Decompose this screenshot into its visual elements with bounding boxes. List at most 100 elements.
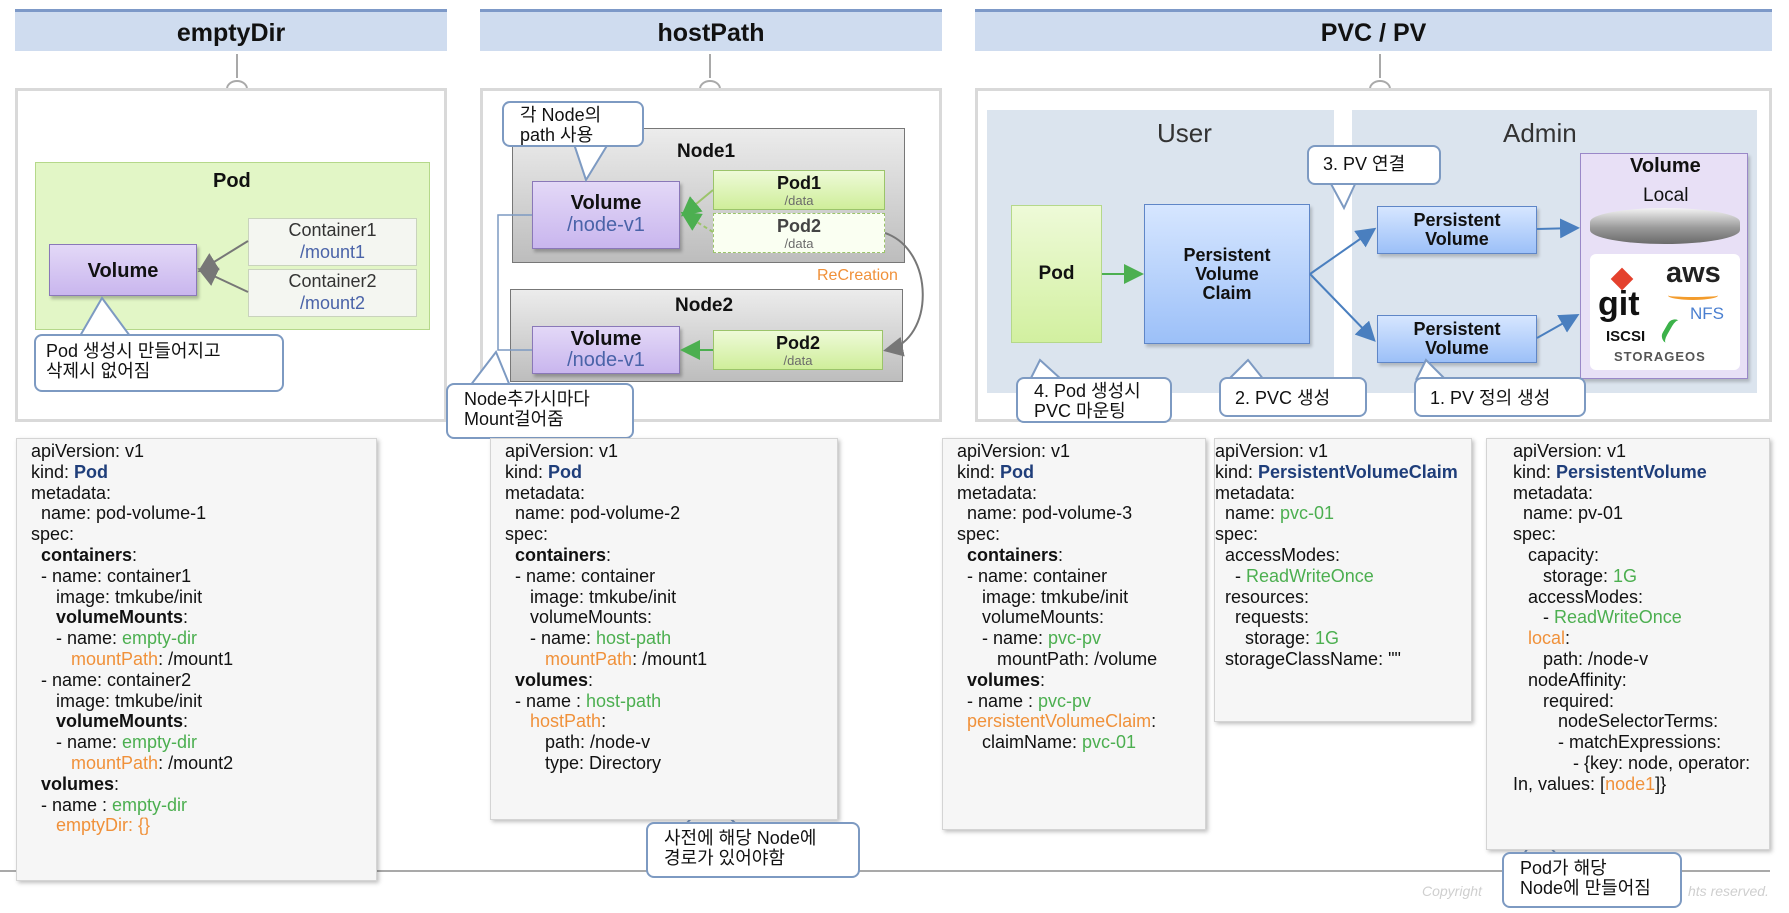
node2-pod2-path: /data bbox=[783, 353, 813, 368]
aws-logo: aws bbox=[1666, 257, 1721, 289]
node1-pod2-old: Pod2 /data bbox=[713, 213, 885, 253]
callout-step1: 1. PV 정의 생성 bbox=[1414, 377, 1586, 417]
pvc-label-line2: Volume bbox=[1195, 263, 1259, 284]
recreation-label: ReCreation bbox=[817, 267, 898, 284]
pvc-pod-box: Pod bbox=[1011, 205, 1102, 343]
node2-pod2-label: Pod2 bbox=[775, 333, 820, 353]
user-zone-title: User bbox=[1157, 118, 1212, 148]
callout-node-path-line1: 각 Node의 bbox=[520, 105, 602, 125]
node2-volume-label: Volume bbox=[570, 328, 642, 350]
callout-pod-on-node-line2: Node에 만들어짐 bbox=[1520, 878, 1651, 898]
callout-step4-line1: 4. Pod 생성시 bbox=[1034, 381, 1141, 401]
container2-box: Container2 /mount2 bbox=[248, 269, 417, 317]
callout-node-mount: Node추가시마다 Mount걸어줌 bbox=[446, 383, 634, 439]
connector-hostpath bbox=[709, 54, 711, 78]
pvc-box: Persistent Volume Claim bbox=[1144, 204, 1310, 344]
arrow-pod1-volume bbox=[680, 189, 714, 217]
node1-pod2-path: /data bbox=[784, 236, 814, 251]
callout-step1-text: 1. PV 정의 생성 bbox=[1430, 388, 1551, 408]
callout-path-exists-line2: 경로가 있어야함 bbox=[664, 848, 785, 868]
callout-step3-text: 3. PV 연결 bbox=[1323, 154, 1406, 174]
arrow-pod2-volume bbox=[680, 211, 714, 233]
header-pvc-pv: PVC / PV bbox=[975, 9, 1772, 51]
callout-tail-step1 bbox=[1415, 358, 1447, 381]
yaml-pvc: apiVersion: v1 kind: PersistentVolumeCla… bbox=[1214, 438, 1472, 722]
callout-node-mount-line1: Node추가시마다 bbox=[464, 389, 590, 409]
pv1-label-line1: Persistent bbox=[1413, 210, 1501, 230]
callout-emptydir-lifecycle: Pod 생성시 만들어지고 삭제시 없어짐 bbox=[34, 334, 284, 392]
pv-box-2: Persistent Volume bbox=[1377, 315, 1537, 363]
git-logo: git bbox=[1598, 285, 1640, 323]
callout-tail-step3 bbox=[1329, 181, 1357, 211]
node1-pod2-label: Pod2 bbox=[776, 216, 821, 236]
callout-node-mount-line2: Mount걸어줌 bbox=[464, 409, 564, 429]
container2-label: Container2 bbox=[288, 271, 377, 291]
admin-zone-title: Admin bbox=[1503, 118, 1577, 148]
arrow-pv2-volume bbox=[1536, 314, 1580, 339]
callout-path-exists: 사전에 해당 Node에 경로가 있어야함 bbox=[646, 822, 860, 878]
container1-label: Container1 bbox=[288, 220, 377, 240]
yaml-pv: apiVersion: v1 kind: PersistentVolume me… bbox=[1486, 438, 1770, 850]
nfs-logo: NFS bbox=[1690, 304, 1724, 323]
callout-tail-hostpath-top bbox=[573, 143, 609, 183]
callout-path-exists-line1: 사전에 해당 Node에 bbox=[664, 828, 817, 848]
arrow-container1-volume bbox=[197, 240, 249, 273]
yaml-pvc-pod: apiVersion: v1 kind: Pod metadata: name:… bbox=[942, 438, 1206, 830]
node1-pod1: Pod1 /data bbox=[713, 170, 885, 210]
pvc-pod-label: Pod bbox=[1038, 263, 1075, 284]
container2-mount: /mount2 bbox=[299, 293, 366, 313]
callout-step2: 2. PVC 생성 bbox=[1219, 377, 1367, 417]
pv-box-1: Persistent Volume bbox=[1377, 206, 1537, 254]
connector-pvc bbox=[1379, 54, 1381, 78]
iscsi-logo: ISCSI bbox=[1606, 328, 1646, 345]
header-emptydir: emptyDir bbox=[15, 9, 447, 51]
pv2-label-line2: Volume bbox=[1425, 338, 1489, 358]
callout-node-path: 각 Node의 path 사용 bbox=[502, 101, 644, 147]
copyright-left: Copyright bbox=[1422, 883, 1482, 899]
node1-volume-path: /node-v1 bbox=[567, 214, 645, 236]
storage-volume-title: Volume bbox=[1630, 155, 1701, 177]
container1-box: Container1 /mount1 bbox=[248, 218, 417, 266]
pv1-label-line2: Volume bbox=[1425, 229, 1489, 249]
callout-tail-step2 bbox=[1227, 358, 1265, 381]
yaml-hostpath: apiVersion: v1 kind: Pod metadata: name:… bbox=[490, 438, 838, 820]
header-hostpath: hostPath bbox=[480, 9, 942, 51]
callout-step4: 4. Pod 생성시 PVC 마운팅 bbox=[1016, 377, 1172, 423]
disk-icon bbox=[1590, 208, 1740, 244]
yaml-emptydir: apiVersion: v1 kind: Pod metadata: name:… bbox=[16, 438, 377, 881]
recreation-curve bbox=[883, 232, 924, 357]
pv2-label-line1: Persistent bbox=[1413, 319, 1501, 339]
callout-emptydir-line1: Pod 생성시 만들어지고 bbox=[46, 341, 221, 361]
node2-pod2: Pod2 /data bbox=[713, 330, 883, 370]
storageos-logo: STORAGEOS bbox=[1614, 349, 1706, 364]
callout-step3: 3. PV 연결 bbox=[1307, 145, 1441, 185]
node1-volume-label: Volume bbox=[570, 192, 642, 214]
callout-pod-on-node: Pod가 해당 Node에 만들어짐 bbox=[1502, 852, 1682, 908]
callout-pod-on-node-line1: Pod가 해당 bbox=[1520, 858, 1607, 878]
callout-step4-line2: PVC 마운팅 bbox=[1034, 401, 1126, 421]
arrow-pvc-pv1 bbox=[1309, 227, 1377, 275]
node1-pod1-label: Pod1 bbox=[776, 173, 821, 193]
pod-label: Pod bbox=[213, 170, 251, 192]
callout-step2-text: 2. PVC 생성 bbox=[1235, 388, 1331, 408]
arrow-pv1-volume bbox=[1536, 218, 1580, 239]
copyright-right: hts reserved. bbox=[1688, 883, 1769, 899]
node1-pod1-path: /data bbox=[784, 193, 814, 208]
node1-volume: Volume /node-v1 bbox=[532, 181, 680, 249]
node1-label: Node1 bbox=[677, 141, 736, 162]
storage-volume-local: Local bbox=[1643, 185, 1689, 206]
pvc-label-line1: Persistent bbox=[1183, 244, 1271, 265]
callout-tail-emptydir bbox=[79, 296, 131, 337]
mount-bracket bbox=[497, 214, 532, 351]
arrow-pvc-pv2 bbox=[1309, 273, 1376, 342]
container1-mount: /mount1 bbox=[299, 242, 366, 262]
arrow-container2-volume bbox=[197, 267, 249, 293]
callout-node-path-line2: path 사용 bbox=[520, 125, 594, 145]
pvc-label-line3: Claim bbox=[1202, 282, 1252, 303]
callout-tail-step4 bbox=[1029, 358, 1063, 381]
callout-tail-hostpath-bottom bbox=[469, 350, 511, 387]
volume-box: Volume bbox=[49, 244, 197, 296]
connector-emptydir bbox=[236, 54, 238, 78]
volume-label: Volume bbox=[87, 260, 159, 282]
